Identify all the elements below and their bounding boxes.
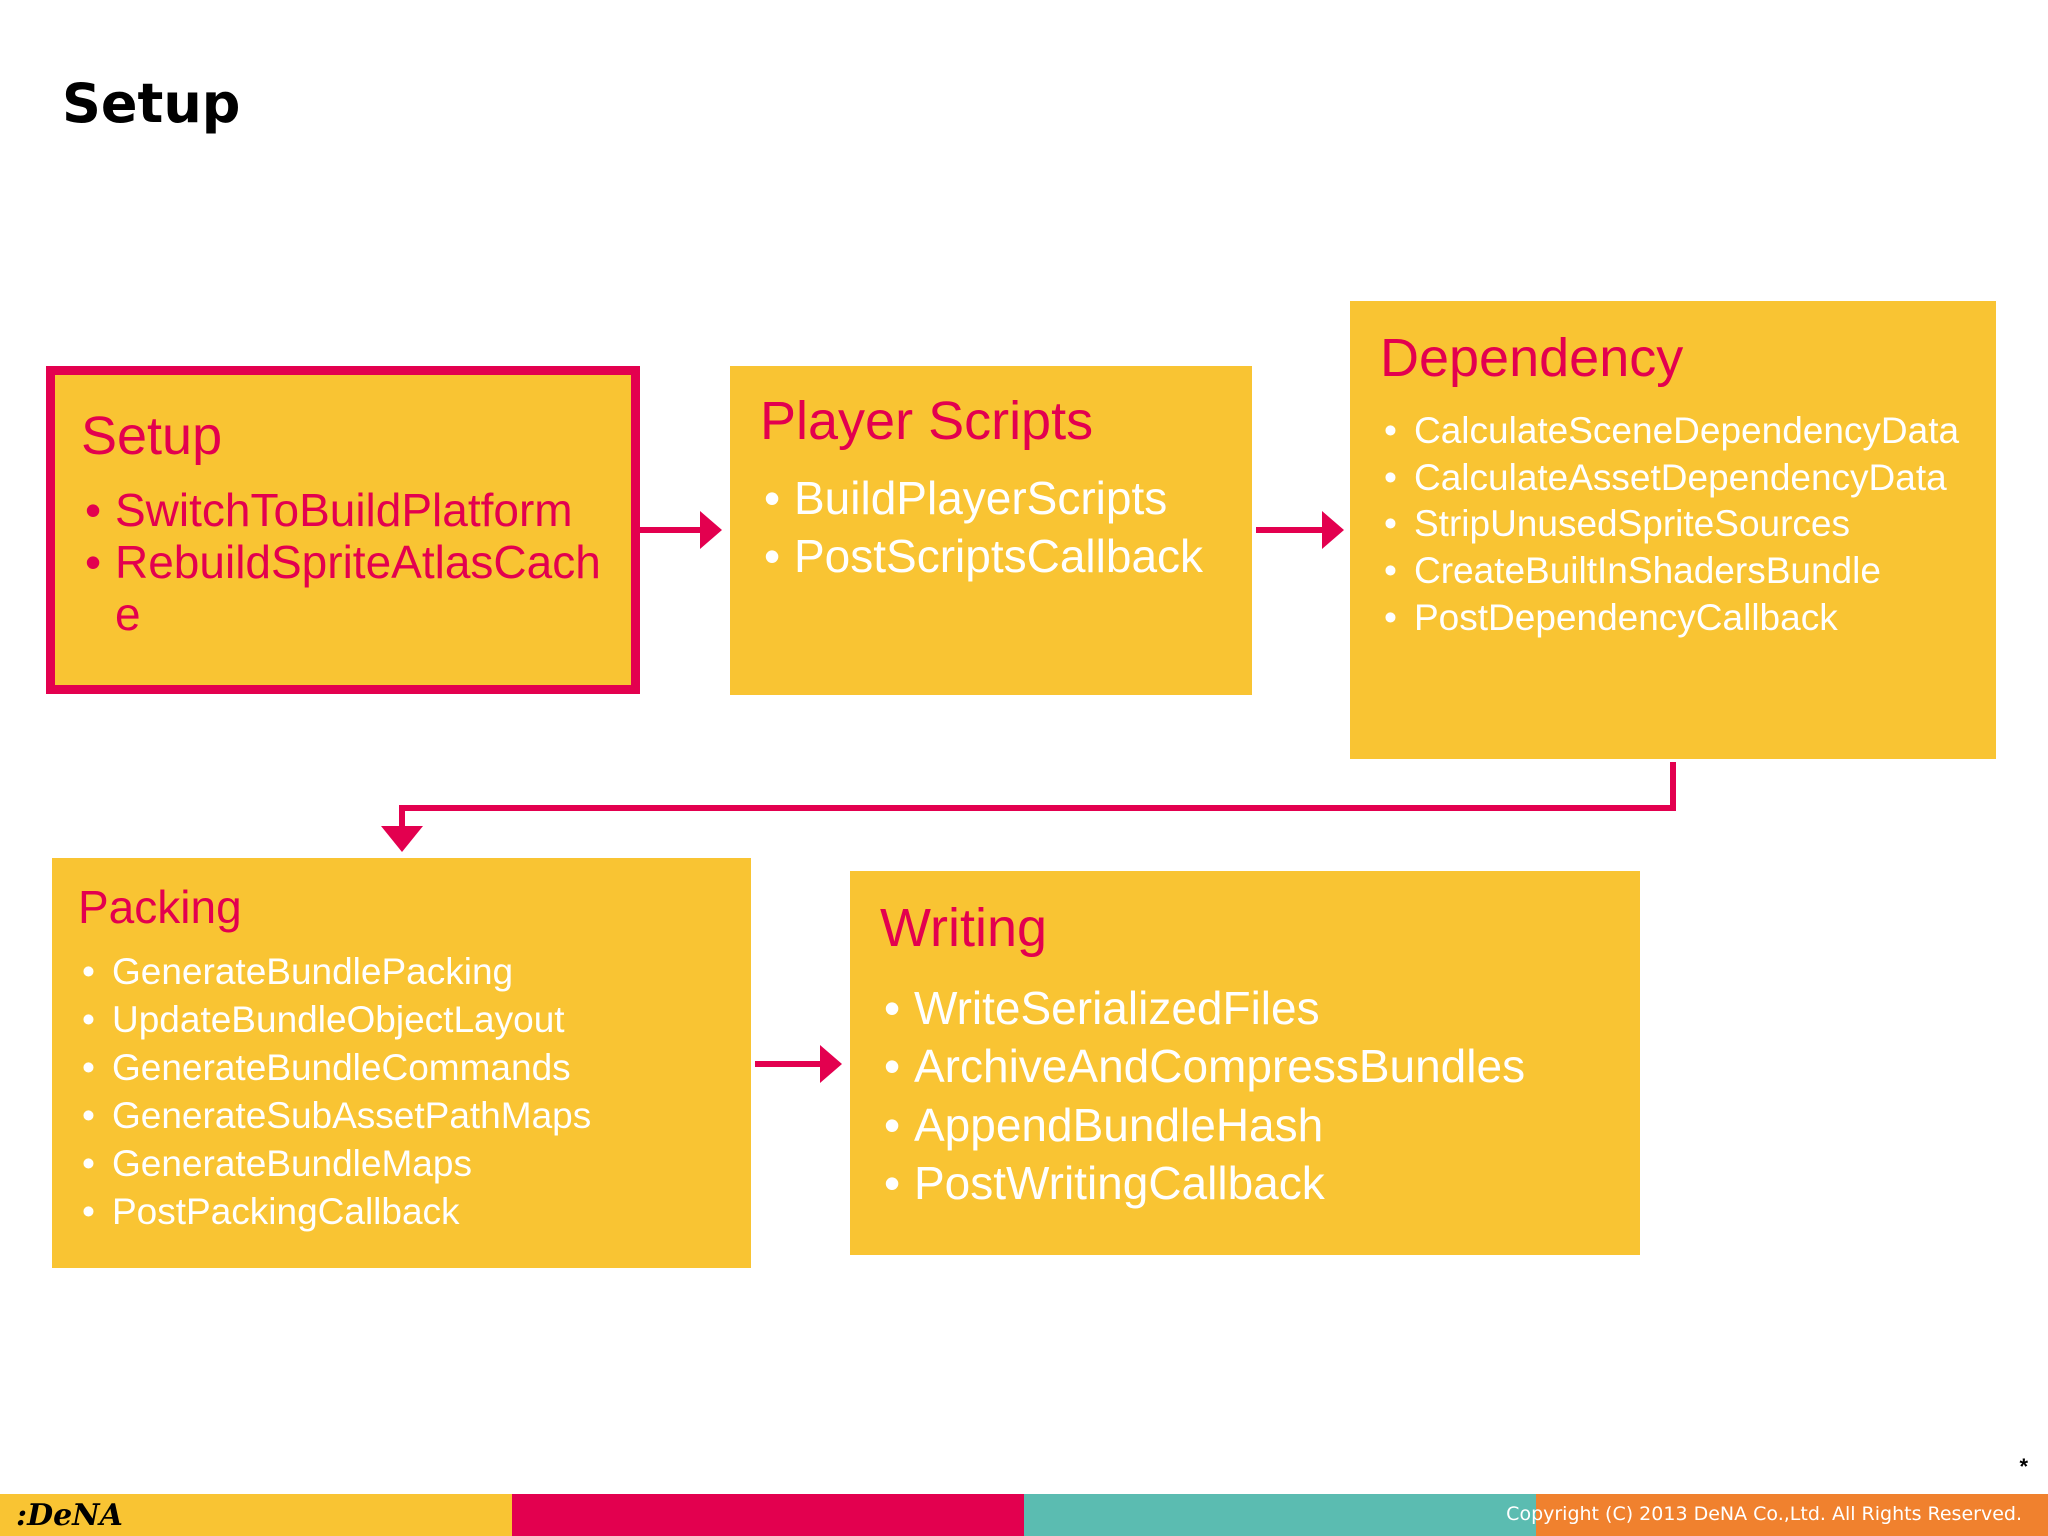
step-list: • CalculateSceneDependencyData • Calculate… [1380,410,1996,639]
step-label: UpdateBundleObjectLayout [112,999,565,1041]
bullet: • [1384,503,1397,545]
step-item: • PostDependencyCallback [1380,596,1996,639]
step-label: BuildPlayerScripts [794,472,1168,524]
step-item: • GenerateSubAssetPathMaps [78,1092,751,1140]
step-item: • StripUnusedSpriteSources [1380,504,1996,545]
stage-packing-box: Packing • GenerateBundlePacking • UpdateBu… [52,858,751,1268]
bullet: • [82,999,95,1041]
step-label: AppendBundleHash [914,1098,1324,1151]
step-item: • CalculateAssetDependencyData [1380,456,1996,499]
step-item: • GenerateBundleCommands [78,1044,751,1092]
stage-title: Dependency [1380,328,1684,388]
bullet: • [1384,550,1397,592]
bullet: • [82,1191,95,1233]
footer-band-orange [1536,1494,2048,1536]
step-label: StripUnusedSpriteSources [1414,503,1850,545]
bullet: • [85,484,102,536]
step-label: PostPackingCallback [112,1191,460,1233]
stage-setup-box: Setup •SwitchToBuildPlatform •RebuildSpr… [46,366,640,694]
footer-bar: :DeNA Copyright (C) 2013 DeNA Co.,Ltd. A… [0,1494,2048,1536]
step-item: •RebuildSpriteAtlasCache [81,535,631,641]
step-label: ArchiveAndCompressBundles [914,1040,1526,1093]
bullet: • [82,1143,95,1185]
step-label: GenerateSubAssetPathMaps [112,1095,592,1137]
bullet: • [1384,596,1397,638]
step-item: •BuildPlayerScripts [760,470,1252,528]
step-item: •SwitchToBuildPlatform [81,484,631,537]
step-label: RebuildSpriteAtlasCache [115,535,601,640]
step-list: •WriteSerializedFiles •ArchiveAndCompres… [880,979,1640,1213]
step-item: • GenerateBundleMaps [78,1140,751,1188]
step-label: GenerateBundleMaps [112,1143,472,1185]
step-label: CalculateAssetDependencyData [1414,456,1947,498]
step-item: • UpdateBundleObjectLayout [78,996,751,1044]
page-marker: * [2019,1454,2028,1479]
bullet: • [884,982,901,1034]
step-label: PostDependencyCallback [1414,596,1838,638]
footer-band-yellow [0,1494,512,1536]
footer-band-magenta [512,1494,1024,1536]
copyright-text: Copyright (C) 2013 DeNA Co.,Ltd. All Rig… [1506,1503,2022,1525]
bullet: • [1384,456,1397,498]
step-list: •SwitchToBuildPlatform •RebuildSpriteAtl… [81,484,631,641]
step-item: • CalculateSceneDependencyData [1380,410,1996,452]
arrowhead-player-to-dependency [1322,511,1344,549]
arrowhead-packing-to-writing [820,1045,842,1083]
bullet: • [764,529,781,582]
step-label: GenerateBundleCommands [112,1047,571,1089]
step-label: PostWritingCallback [914,1157,1325,1210]
bullet: • [764,472,781,524]
step-item: •WriteSerializedFiles [880,979,1640,1037]
bullet: • [1384,410,1397,451]
bullet: • [884,1157,901,1210]
bullet: • [884,1098,901,1151]
bullet: • [82,951,95,992]
dena-logo: :DeNA [16,1498,123,1533]
step-label: WriteSerializedFiles [914,982,1320,1034]
bullet: • [884,1040,901,1093]
stage-title: Writing [880,898,1048,958]
step-label: SwitchToBuildPlatform [115,484,573,536]
step-item: • CreateBuiltInShadersBundle [1380,550,1996,592]
stage-title: Player Scripts [760,391,1094,451]
step-label: PostScriptsCallback [794,529,1204,582]
stage-writing-box: Writing •WriteSerializedFiles •ArchiveAn… [850,871,1640,1255]
stage-player-scripts-box: Player Scripts •BuildPlayerScripts •Post… [730,366,1252,695]
stage-title: Packing [78,881,242,933]
step-list: • GenerateBundlePacking • UpdateBundleObje… [78,948,751,1237]
bullet: • [82,1095,95,1137]
step-item: •PostScriptsCallback [760,528,1252,586]
footer-band-teal [1024,1494,1536,1536]
step-label: GenerateBundlePacking [112,951,514,992]
step-item: •AppendBundleHash [880,1096,1640,1154]
bullet: • [82,1047,95,1089]
step-label: CreateBuiltInShadersBundle [1414,550,1881,592]
arrowhead-setup-to-player [700,511,722,549]
stage-dependency-box: Dependency • CalculateSceneDependencyData… [1350,301,1996,759]
arrow-dependency-to-packing [399,762,1676,826]
step-item: • GenerateBundlePacking [78,948,751,996]
slide-title: Setup [62,72,241,135]
step-item: • PostPackingCallback [78,1188,751,1236]
step-label: CalculateSceneDependencyData [1414,410,1960,451]
step-list: •BuildPlayerScripts •PostScriptsCallback [760,470,1252,585]
stage-title: Setup [81,406,223,466]
step-item: •ArchiveAndCompressBundles [880,1037,1640,1095]
step-item: •PostWritingCallback [880,1154,1640,1212]
bullet: • [85,535,102,588]
arrowhead-dependency-to-packing [381,826,423,852]
